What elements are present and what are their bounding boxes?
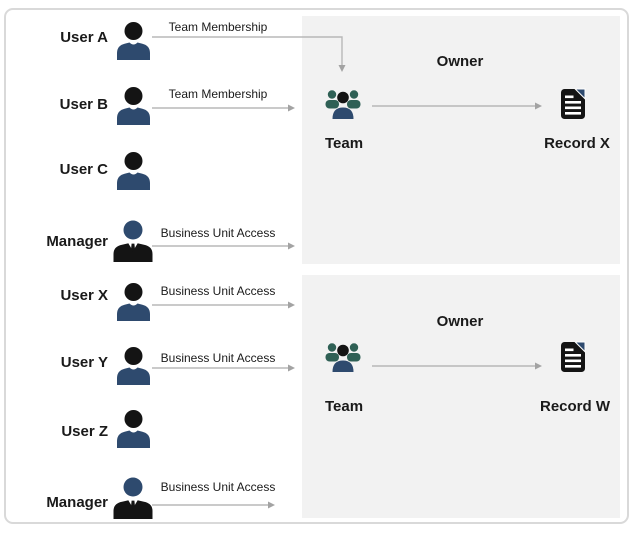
record-label-1: Record X [544, 135, 610, 152]
connector-label: Business Unit Access [160, 351, 276, 365]
row-label-manager-2: Manager [46, 494, 108, 511]
record-icon [560, 341, 586, 373]
row-label-user-z: User Z [61, 423, 108, 440]
connector-label: Team Membership [168, 87, 268, 101]
connector-label: Business Unit Access [160, 284, 276, 298]
record-icon [560, 88, 586, 120]
user-icon [115, 87, 152, 125]
owner-label-1: Owner [436, 53, 484, 70]
team-label-1: Team [324, 135, 364, 152]
row-label-user-x: User X [60, 287, 108, 304]
row-label-user-c: User C [59, 161, 108, 178]
connector-label: Team Membership [168, 20, 268, 34]
team-owner-panel-1 [302, 16, 620, 264]
user-icon [115, 152, 152, 190]
row-label-manager-1: Manager [46, 233, 108, 250]
team-icon [325, 340, 361, 373]
connector-label: Business Unit Access [160, 226, 276, 240]
user-icon [115, 283, 152, 321]
connector-label: Business Unit Access [160, 480, 276, 494]
team-label-2: Team [324, 398, 364, 415]
manager-icon [112, 220, 154, 262]
team-icon [325, 87, 361, 120]
row-label-user-b: User B [59, 96, 108, 113]
user-icon [115, 410, 152, 448]
manager-icon [112, 477, 154, 519]
user-icon [115, 22, 152, 60]
team-owner-panel-2 [302, 275, 620, 518]
record-label-2: Record W [539, 398, 611, 415]
user-icon [115, 347, 152, 385]
row-label-user-a: User A [60, 29, 108, 46]
row-label-user-y: User Y [60, 354, 108, 371]
owner-label-2: Owner [436, 313, 484, 330]
